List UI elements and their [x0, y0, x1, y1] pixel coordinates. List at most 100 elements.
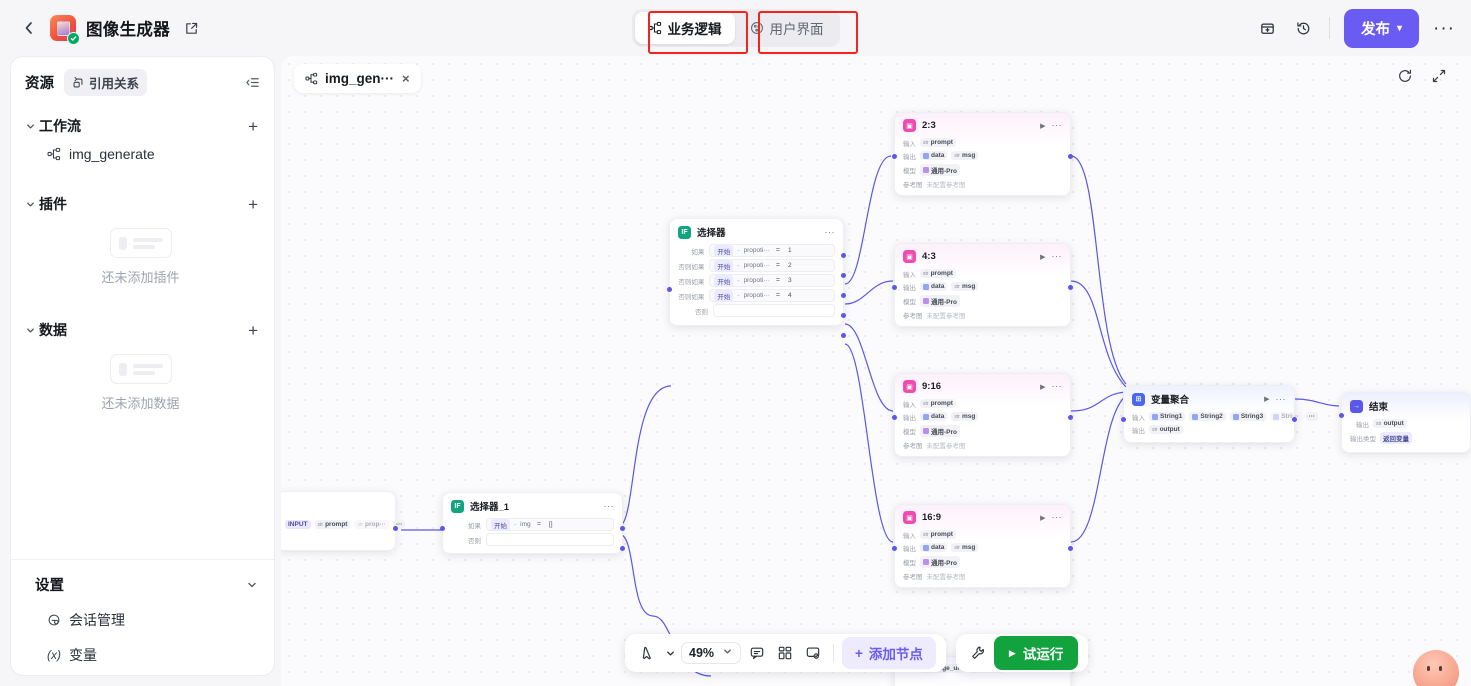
node-more-button[interactable]: ··· — [824, 226, 835, 237]
reference-relation-chip[interactable]: 引用关系 — [64, 69, 148, 96]
play-icon[interactable]: ▶ — [1040, 514, 1046, 522]
condition-input[interactable]: 开始 - propoti··· = 1 — [709, 244, 835, 257]
more-inputs-button[interactable]: ··· — [1305, 412, 1319, 421]
input-port[interactable] — [440, 526, 445, 531]
archive-box-icon[interactable] — [1257, 17, 1279, 39]
condition-value[interactable]: 1 — [788, 247, 792, 254]
sidebar-item-variables[interactable]: (x) 变量 — [47, 645, 258, 665]
condition-value[interactable]: 3 — [788, 277, 792, 284]
node-more-button[interactable]: ··· — [603, 500, 614, 511]
input-port[interactable] — [892, 154, 897, 159]
output-port[interactable] — [1292, 417, 1297, 422]
node-more-button[interactable]: ··· — [1275, 393, 1286, 404]
play-icon[interactable]: ▶ — [1264, 396, 1270, 403]
output-port-2[interactable] — [841, 273, 846, 278]
test-run-button[interactable]: ▶ 试运行 — [993, 636, 1079, 670]
publish-button[interactable]: 发布 ▾ — [1343, 8, 1420, 48]
selector-row-2[interactable]: 否则如果 开始 - propoti··· = 2 — [670, 258, 843, 273]
node-variable-aggregate[interactable]: ⊞ 变量聚合 ▶ ··· 输入 String1 String2 String3 … — [1121, 385, 1319, 443]
condition-input[interactable]: 开始 - propoti··· = 2 — [709, 259, 835, 272]
refresh-icon[interactable] — [1397, 68, 1413, 84]
layout-grid-icon[interactable] — [773, 641, 797, 665]
play-icon[interactable]: ▶ — [1040, 253, 1046, 261]
output-port-4[interactable] — [841, 313, 846, 318]
output-port[interactable] — [1068, 285, 1073, 290]
output-port-3[interactable] — [841, 293, 846, 298]
output-port-if[interactable] — [620, 526, 625, 531]
selector-row-4[interactable]: 否则如果 开始 - propoti··· = 4 — [670, 288, 843, 303]
note-icon[interactable] — [801, 641, 825, 665]
fullscreen-icon[interactable] — [1431, 68, 1447, 84]
selector-1-row-if[interactable]: 如果 开始 - img = [] — [443, 517, 622, 532]
node-more-button[interactable]: ··· — [1051, 120, 1062, 130]
input-port[interactable] — [892, 285, 897, 290]
sidebar-section-plugin-header[interactable]: 插件 + — [23, 194, 258, 214]
sidebar-section-data-header[interactable]: 数据 + — [23, 320, 258, 340]
input-port[interactable] — [892, 546, 897, 551]
close-icon[interactable]: × — [402, 71, 410, 86]
tab-user-interface[interactable]: 用户界面 — [737, 12, 837, 44]
sidebar-section-workflow-header[interactable]: 工作流 + — [23, 116, 258, 136]
add-workflow-button[interactable]: + — [248, 116, 258, 136]
add-data-button[interactable]: + — [248, 320, 258, 340]
zoom-level-select[interactable]: 49% — [681, 642, 742, 664]
sidebar-item-session-management[interactable]: 会话管理 — [47, 610, 258, 630]
node-more-button[interactable]: ··· — [1051, 512, 1062, 522]
condition-value[interactable]: 2 — [788, 262, 792, 269]
back-icon[interactable] — [18, 17, 40, 39]
condition-input[interactable]: 开始 - propoti··· = 3 — [709, 274, 835, 287]
header-more-button[interactable]: ··· — [1433, 17, 1455, 39]
edit-square-icon[interactable] — [184, 21, 199, 36]
else-branch-slot[interactable] — [486, 533, 614, 546]
node-selector-1[interactable]: IF 选择器_1 ··· 如果 开始 - img = [] 否则 — [440, 492, 625, 554]
node-title: 变量聚合 — [1151, 395, 1190, 406]
else-branch-slot[interactable] — [713, 304, 835, 317]
canvas-tab-img-generate[interactable]: img_gen··· × — [294, 64, 421, 93]
selector-row-else[interactable]: 否则 — [670, 303, 843, 325]
input-port[interactable] — [1121, 417, 1126, 422]
play-icon[interactable]: ▶ — [1040, 122, 1046, 130]
condition-input[interactable]: 开始 - img = [] — [486, 518, 614, 531]
sidebar-item-img-generate[interactable]: img_generate — [47, 146, 258, 162]
output-port[interactable] — [1068, 154, 1073, 159]
node-more-button[interactable]: ··· — [1051, 381, 1062, 391]
sidebar-settings-header[interactable]: 设置 — [23, 574, 258, 595]
output-port-else[interactable] — [620, 546, 625, 551]
node-more-button[interactable]: ··· — [1051, 251, 1062, 261]
input-port[interactable] — [1339, 413, 1344, 418]
input-port[interactable] — [667, 287, 672, 292]
output-tag: data — [920, 543, 948, 552]
output-port-else[interactable] — [841, 333, 846, 338]
assistant-avatar[interactable] — [1413, 650, 1459, 686]
condition-value[interactable]: 4 — [788, 292, 792, 299]
condition-input[interactable]: 开始 - propoti··· = 4 — [709, 289, 835, 302]
add-plugin-button[interactable]: + — [248, 194, 258, 214]
output-port-1[interactable] — [841, 253, 846, 258]
selector-1-row-else[interactable]: 否则 — [443, 532, 622, 553]
comment-icon[interactable] — [745, 641, 769, 665]
wrench-icon[interactable] — [966, 641, 990, 665]
more-fields-button[interactable]: ··· — [392, 520, 406, 529]
cursor-icon[interactable] — [635, 641, 659, 665]
output-port[interactable] — [1068, 546, 1073, 551]
node-selector[interactable]: IF 选择器 ··· 如果 开始 - propoti··· = 1 否则如果 — [667, 218, 846, 338]
output-port[interactable] — [393, 526, 398, 531]
condition-value[interactable]: [] — [549, 521, 553, 528]
output-port[interactable] — [1068, 415, 1073, 420]
cursor-chevron-down-icon[interactable] — [663, 641, 677, 665]
tab-business-logic[interactable]: 业务逻辑 — [634, 12, 735, 44]
play-icon[interactable]: ▶ — [1040, 383, 1046, 391]
selector-row-1[interactable]: 如果 开始 - propoti··· = 1 — [670, 243, 843, 258]
selector-row-3[interactable]: 否则如果 开始 - propoti··· = 3 — [670, 273, 843, 288]
input-port[interactable] — [892, 415, 897, 420]
history-clock-icon[interactable] — [1293, 17, 1315, 39]
add-node-button[interactable]: + 添加节点 — [842, 637, 936, 669]
panel-collapse-icon[interactable] — [245, 75, 260, 90]
